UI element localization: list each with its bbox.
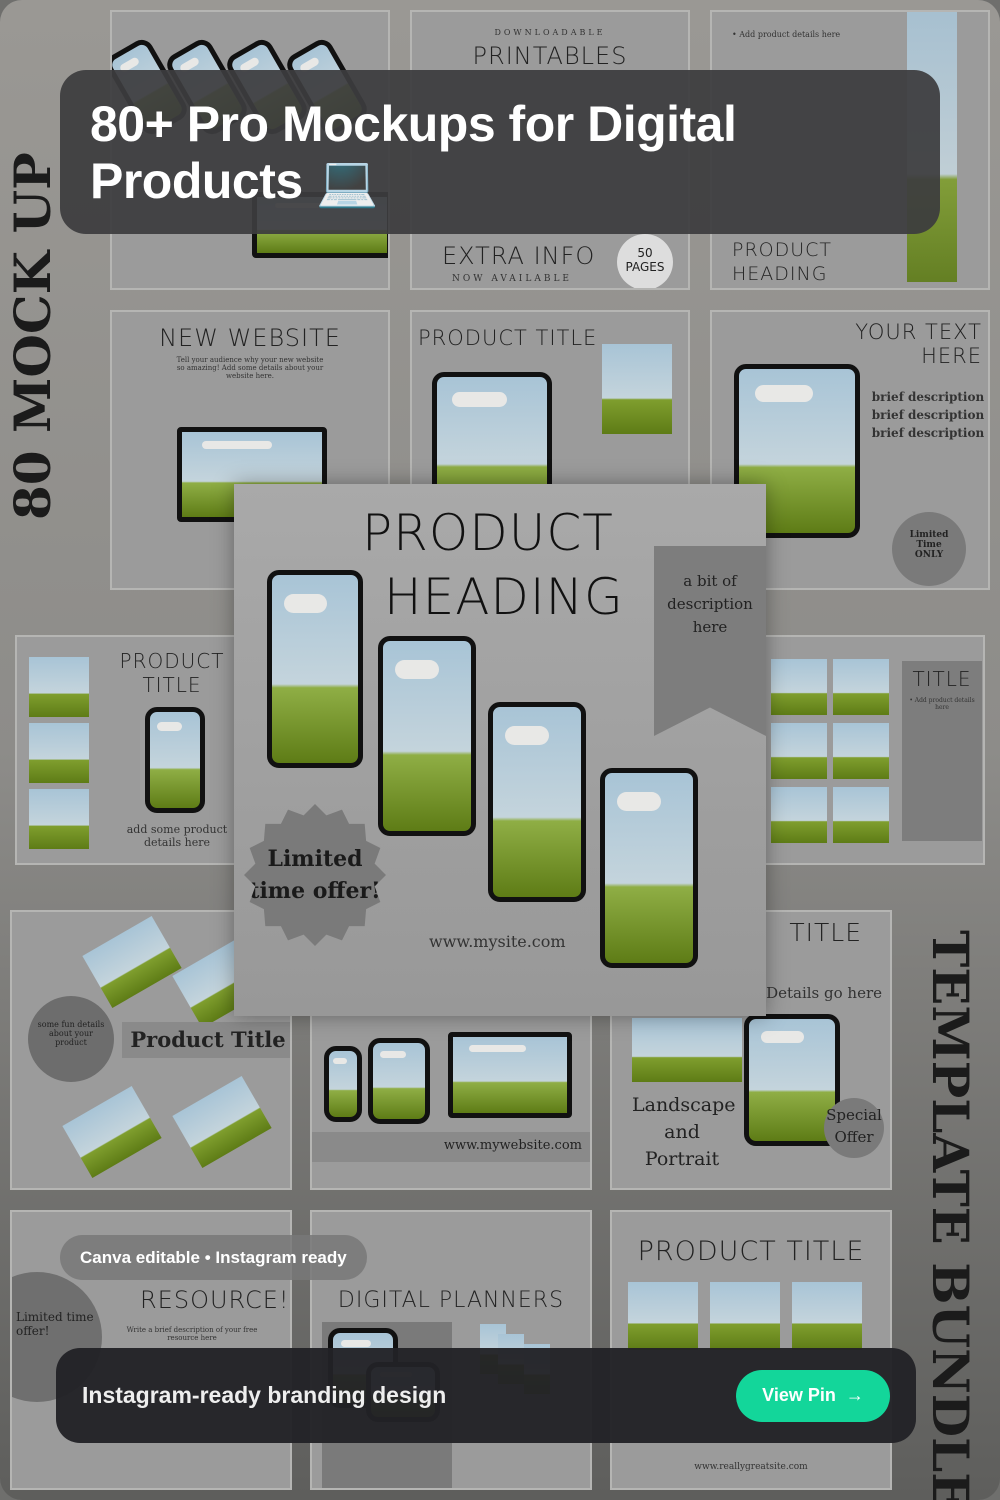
tile-your-text: YOUR TEXT HERE brief description brief d… — [710, 310, 990, 590]
center-heading-1: PRODUCT — [362, 504, 614, 562]
view-pin-label: View Pin — [762, 1385, 836, 1405]
tags-chip: Canva editable • Instagram ready — [60, 1235, 367, 1280]
center-heading-2: HEADING — [384, 568, 624, 626]
site-url: www.mysite.com — [429, 932, 566, 951]
side-text-left: 80 MOCK UP — [3, 152, 62, 520]
featured-mockup: PRODUCT HEADING a bit of description her… — [234, 484, 766, 1016]
tile-product-title-2: PRODUCT TITLE add some product details h… — [15, 635, 245, 865]
pin-caption: Instagram-ready branding design — [82, 1382, 447, 1408]
view-pin-button[interactable]: View Pin → — [736, 1369, 890, 1422]
description-ribbon: a bit of description here — [654, 546, 766, 736]
pin-title: 80+ Pro Mockups for Digital Products 💻 — [90, 96, 737, 209]
tile-title-list: TITLE • Add product details here — [755, 635, 985, 865]
arrow-right-icon: → — [845, 1385, 864, 1405]
tile-devices: www.mywebsite.com — [310, 1010, 592, 1190]
side-text-right: TEMPLATE BUNDLE — [921, 930, 980, 1500]
limited-offer-badge: Limited time offer! — [244, 804, 386, 946]
title-card: 80+ Pro Mockups for Digital Products 💻 — [60, 70, 940, 234]
caption-bar: Instagram-ready branding design View Pin… — [56, 1348, 916, 1443]
